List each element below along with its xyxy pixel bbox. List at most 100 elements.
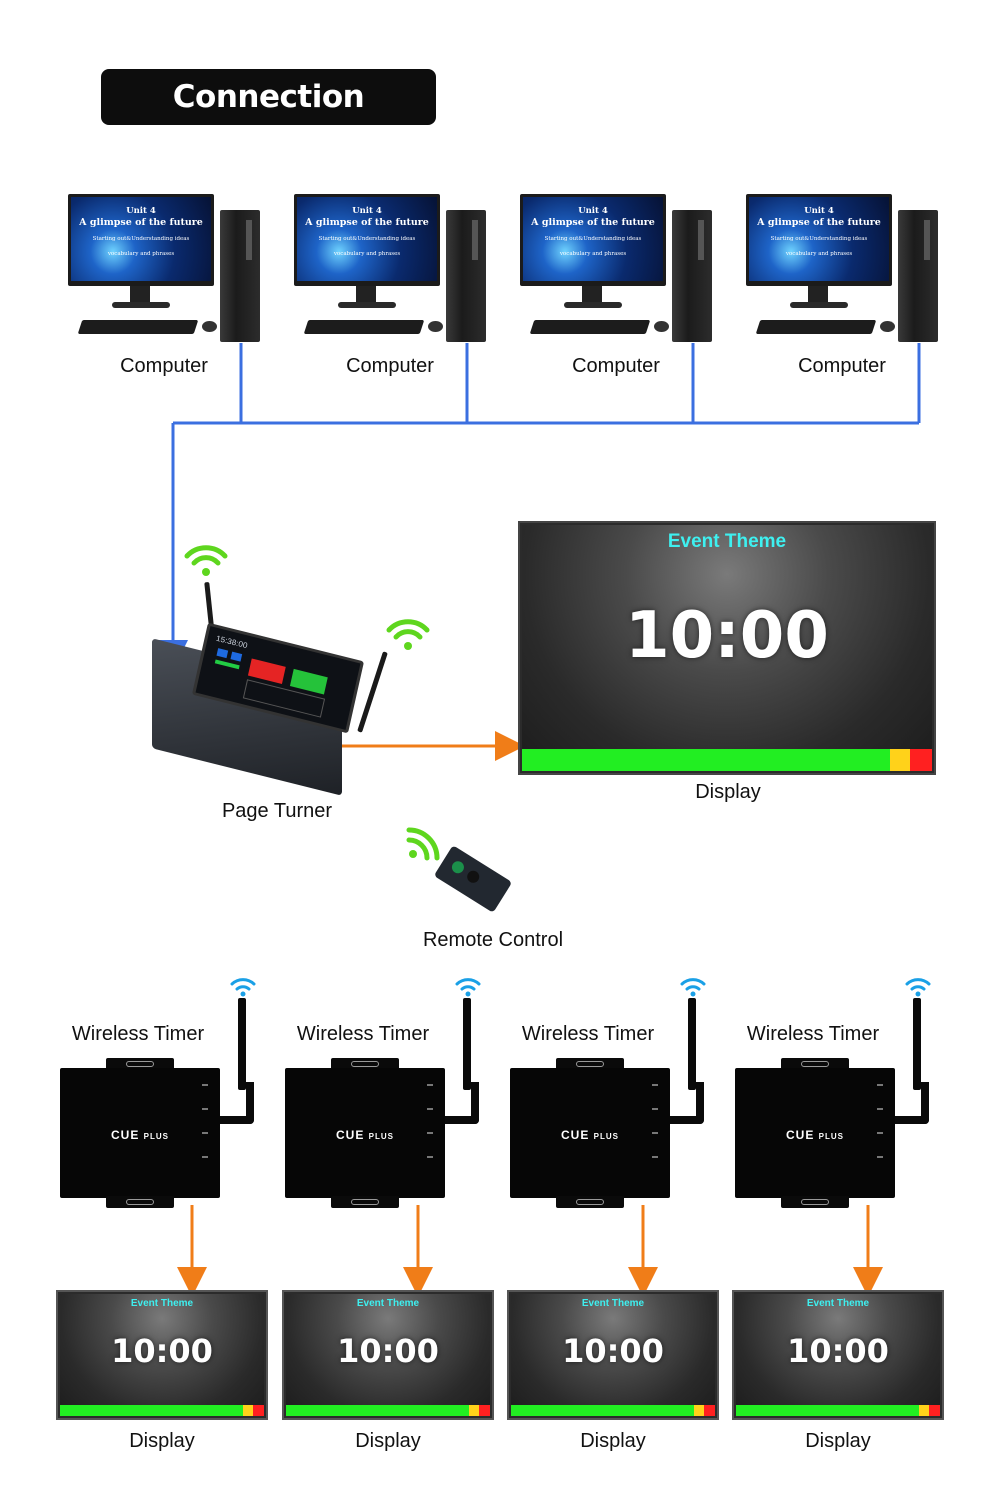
monitor: Unit 4 A glimpse of the future Starting … <box>520 194 666 286</box>
antenna <box>238 998 246 1090</box>
page-turner-device: 15:38:00 <box>152 581 388 796</box>
keyboard <box>755 320 877 334</box>
slide-sub: vocabulary and phrases <box>107 251 175 257</box>
slide-heading: A glimpse of the future <box>757 217 881 228</box>
wifi-icon <box>230 977 256 1002</box>
computer-label: Computer <box>120 355 208 377</box>
slide-unit: Unit 4 <box>352 206 382 216</box>
wireless-timer-device: CUE PLUS <box>285 998 479 1208</box>
main-display-label: Display <box>695 781 761 803</box>
progress-bar <box>736 1405 940 1416</box>
display-label: Display <box>129 1430 195 1452</box>
display-screen: Event Theme 10:00 <box>736 1294 940 1416</box>
pc-tower <box>898 210 938 342</box>
mouse <box>428 321 443 332</box>
pc-tower <box>446 210 486 342</box>
computer-label: Computer <box>346 355 434 377</box>
timer-box: CUE PLUS <box>735 1068 895 1198</box>
timer-clock: 10:00 <box>337 1332 439 1370</box>
slide-preview: Unit 4 A glimpse of the future Starting … <box>297 197 437 281</box>
slide-heading: A glimpse of the future <box>305 217 429 228</box>
main-display-screen: Event Theme 10:00 <box>522 525 932 771</box>
wireless-timer-device: CUE PLUS <box>735 998 929 1208</box>
timer-clock: 10:00 <box>111 1332 213 1370</box>
timer-clock: 10:00 <box>787 1332 889 1370</box>
display: Event Theme 10:00 <box>507 1290 719 1420</box>
brand-logo: CUE PLUS <box>335 1128 395 1142</box>
display-label: Display <box>805 1430 871 1452</box>
event-theme-text: Event Theme <box>667 531 787 552</box>
mouse <box>880 321 895 332</box>
slide-sub: vocabulary and phrases <box>559 251 627 257</box>
slide-unit: Unit 4 <box>578 206 608 216</box>
computer-label: Computer <box>572 355 660 377</box>
slide-preview: Unit 4 A glimpse of the future Starting … <box>523 197 663 281</box>
wifi-icon <box>905 977 931 1002</box>
display-links <box>177 731 883 1297</box>
pc-tower <box>672 210 712 342</box>
antenna <box>688 998 696 1090</box>
wireless-timer-label: Wireless Timer <box>521 1023 655 1045</box>
slide-preview: Unit 4 A glimpse of the future Starting … <box>71 197 211 281</box>
keyboard <box>529 320 651 334</box>
slide-sub: vocabulary and phrases <box>333 251 401 257</box>
wireless-timer-label: Wireless Timer <box>71 1023 205 1045</box>
brand-logo: CUE PLUS <box>110 1128 170 1142</box>
display-label: Display <box>355 1430 421 1452</box>
computer: Unit 4 A glimpse of the future Starting … <box>68 194 263 344</box>
event-theme-text: Event Theme <box>581 1298 645 1309</box>
event-theme-text: Event Theme <box>806 1298 870 1309</box>
remote-body <box>433 845 513 913</box>
antenna <box>913 998 921 1090</box>
display-screen: Event Theme 10:00 <box>511 1294 715 1416</box>
display-screen: Event Theme 10:00 <box>60 1294 264 1416</box>
brand-logo: CUE PLUS <box>785 1128 845 1142</box>
diagram-title: Connection Diagram <box>101 69 436 171</box>
wifi-icon <box>386 619 430 650</box>
wifi-icon <box>184 545 228 576</box>
slide-unit: Unit 4 <box>126 206 156 216</box>
slide-heading: A glimpse of the future <box>531 217 655 228</box>
mouse <box>202 321 217 332</box>
progress-bar <box>522 749 932 771</box>
timer-clock: 10:00 <box>625 599 829 673</box>
timer-box: CUE PLUS <box>285 1068 445 1198</box>
wifi-icon <box>455 977 481 1002</box>
main-display: Event Theme 10:00 <box>518 521 936 775</box>
keyboard <box>303 320 425 334</box>
event-theme-text: Event Theme <box>130 1298 194 1309</box>
timer-box: CUE PLUS <box>510 1068 670 1198</box>
wifi-icon <box>680 977 706 1002</box>
slide-sub: Starting out&Understanding ideas <box>770 236 868 242</box>
antenna <box>463 998 471 1090</box>
pc-tower <box>220 210 260 342</box>
progress-bar <box>511 1405 715 1416</box>
brand-logo: CUE PLUS <box>560 1128 620 1142</box>
remote-label: Remote Control <box>422 929 564 951</box>
wifi-icon <box>406 827 440 861</box>
display-label: Display <box>580 1430 646 1452</box>
display-screen: Event Theme 10:00 <box>286 1294 490 1416</box>
timer-box: CUE PLUS <box>60 1068 220 1198</box>
timer-clock: 10:00 <box>562 1332 664 1370</box>
slide-sub: Starting out&Understanding ideas <box>92 236 190 242</box>
keyboard <box>77 320 199 334</box>
wireless-timer-label: Wireless Timer <box>296 1023 430 1045</box>
slide-sub: vocabulary and phrases <box>785 251 853 257</box>
remote-control-device <box>430 845 522 913</box>
display: Event Theme 10:00 <box>282 1290 494 1420</box>
slide-heading: A glimpse of the future <box>79 217 203 228</box>
slide-unit: Unit 4 <box>804 206 834 216</box>
monitor: Unit 4 A glimpse of the future Starting … <box>68 194 214 286</box>
display: Event Theme 10:00 <box>56 1290 268 1420</box>
slide-sub: Starting out&Understanding ideas <box>544 236 642 242</box>
computer: Unit 4 A glimpse of the future Starting … <box>294 194 489 344</box>
progress-bar <box>60 1405 264 1416</box>
computer: Unit 4 A glimpse of the future Starting … <box>520 194 715 344</box>
wireless-timer-device: CUE PLUS <box>510 998 704 1208</box>
display: Event Theme 10:00 <box>732 1290 944 1420</box>
slide-sub: Starting out&Understanding ideas <box>318 236 416 242</box>
slide-preview: Unit 4 A glimpse of the future Starting … <box>749 197 889 281</box>
progress-bar <box>286 1405 490 1416</box>
